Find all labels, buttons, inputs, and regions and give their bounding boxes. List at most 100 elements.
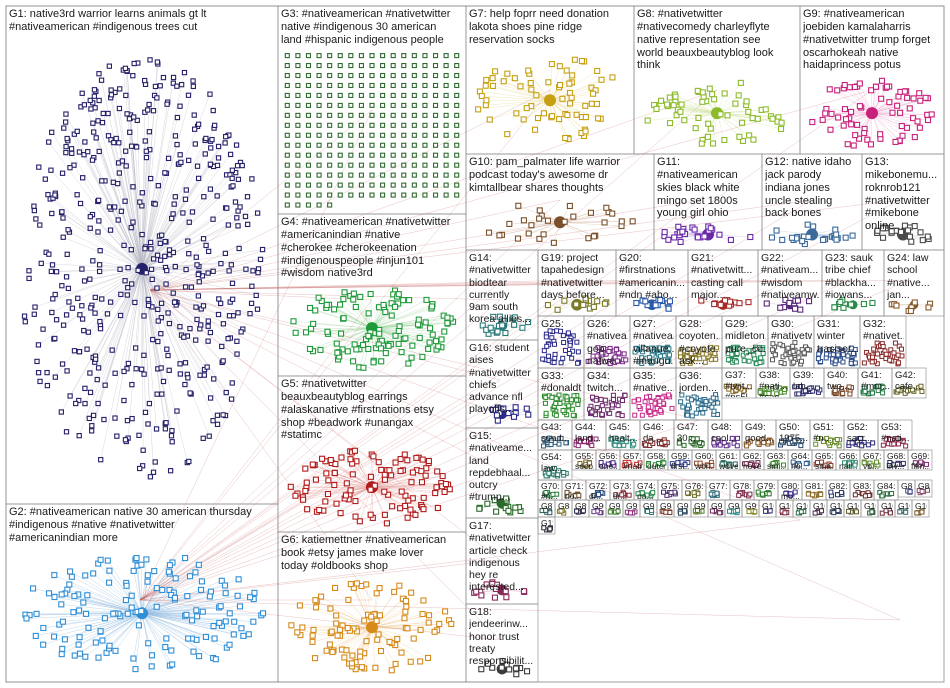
node[interactable] <box>260 610 267 617</box>
node[interactable] <box>89 157 96 163</box>
node[interactable] <box>675 223 682 230</box>
node[interactable] <box>125 285 131 291</box>
node[interactable] <box>443 82 449 89</box>
node[interactable] <box>154 285 160 291</box>
node[interactable] <box>883 508 889 514</box>
node[interactable] <box>578 57 586 65</box>
node[interactable] <box>599 403 605 409</box>
node[interactable] <box>316 102 322 108</box>
node[interactable] <box>296 602 303 609</box>
node[interactable] <box>585 235 592 242</box>
node[interactable] <box>112 415 118 421</box>
node[interactable] <box>52 374 58 380</box>
node[interactable] <box>833 231 840 238</box>
node[interactable] <box>424 654 432 661</box>
node[interactable] <box>833 358 839 364</box>
node[interactable] <box>402 502 409 510</box>
node[interactable] <box>422 172 428 178</box>
node[interactable] <box>105 110 111 117</box>
node[interactable] <box>705 462 711 468</box>
node[interactable] <box>774 391 780 397</box>
node[interactable] <box>607 509 613 515</box>
node[interactable] <box>205 318 211 324</box>
node[interactable] <box>116 105 123 112</box>
node[interactable] <box>146 400 153 407</box>
node[interactable] <box>621 442 627 448</box>
node[interactable] <box>328 628 335 635</box>
node[interactable] <box>369 102 375 108</box>
node[interactable] <box>834 87 841 94</box>
node[interactable] <box>593 100 600 108</box>
node[interactable] <box>244 194 251 200</box>
node[interactable] <box>217 603 224 610</box>
node[interactable] <box>434 504 441 512</box>
node[interactable] <box>554 306 561 313</box>
node[interactable] <box>657 297 664 304</box>
node[interactable] <box>207 91 213 97</box>
node[interactable] <box>302 487 309 495</box>
node[interactable] <box>333 500 340 507</box>
node[interactable] <box>89 423 95 429</box>
node[interactable] <box>523 405 530 412</box>
node[interactable] <box>781 462 787 468</box>
node[interactable] <box>713 356 719 362</box>
node[interactable] <box>46 251 52 257</box>
node[interactable] <box>160 378 167 385</box>
node[interactable] <box>214 162 221 169</box>
node[interactable] <box>766 491 772 497</box>
node[interactable] <box>202 151 208 157</box>
node[interactable] <box>887 357 893 363</box>
node[interactable] <box>698 140 705 147</box>
node[interactable] <box>828 110 835 117</box>
node[interactable] <box>483 581 490 588</box>
node[interactable] <box>316 506 323 514</box>
node[interactable] <box>203 242 209 249</box>
node[interactable] <box>317 346 324 353</box>
node[interactable] <box>353 346 360 353</box>
node[interactable] <box>425 457 432 465</box>
node[interactable] <box>489 580 496 587</box>
node[interactable] <box>792 384 798 390</box>
node[interactable] <box>684 412 690 418</box>
node[interactable] <box>788 491 794 497</box>
node[interactable] <box>193 607 200 614</box>
node[interactable] <box>691 226 698 233</box>
node[interactable] <box>183 611 190 618</box>
node[interactable] <box>337 102 343 108</box>
node[interactable] <box>235 176 242 183</box>
node[interactable] <box>197 586 205 593</box>
node[interactable] <box>303 479 310 486</box>
node[interactable] <box>852 492 858 498</box>
node[interactable] <box>759 346 765 352</box>
node[interactable] <box>145 640 152 647</box>
node[interactable] <box>401 92 407 98</box>
node[interactable] <box>714 490 720 496</box>
node[interactable] <box>434 468 441 475</box>
node[interactable] <box>222 590 229 597</box>
node[interactable] <box>348 162 354 168</box>
node[interactable] <box>316 112 322 118</box>
node[interactable] <box>594 405 600 411</box>
node[interactable] <box>411 92 417 98</box>
node[interactable] <box>397 467 404 475</box>
node[interactable] <box>169 661 176 668</box>
node[interactable] <box>234 215 240 221</box>
node[interactable] <box>332 584 339 591</box>
node[interactable] <box>316 63 322 69</box>
node[interactable] <box>162 238 168 245</box>
node[interactable] <box>762 106 769 113</box>
node[interactable] <box>138 608 145 615</box>
node[interactable] <box>832 226 839 233</box>
node[interactable] <box>401 72 407 79</box>
node[interactable] <box>880 390 886 396</box>
node[interactable] <box>527 79 534 87</box>
node[interactable] <box>441 488 448 495</box>
node[interactable] <box>629 218 636 225</box>
node[interactable] <box>699 98 706 105</box>
node[interactable] <box>70 609 77 616</box>
node[interactable] <box>194 316 200 323</box>
node[interactable] <box>422 92 428 98</box>
node[interactable] <box>582 114 589 121</box>
node[interactable] <box>215 143 222 150</box>
node[interactable] <box>443 182 449 188</box>
